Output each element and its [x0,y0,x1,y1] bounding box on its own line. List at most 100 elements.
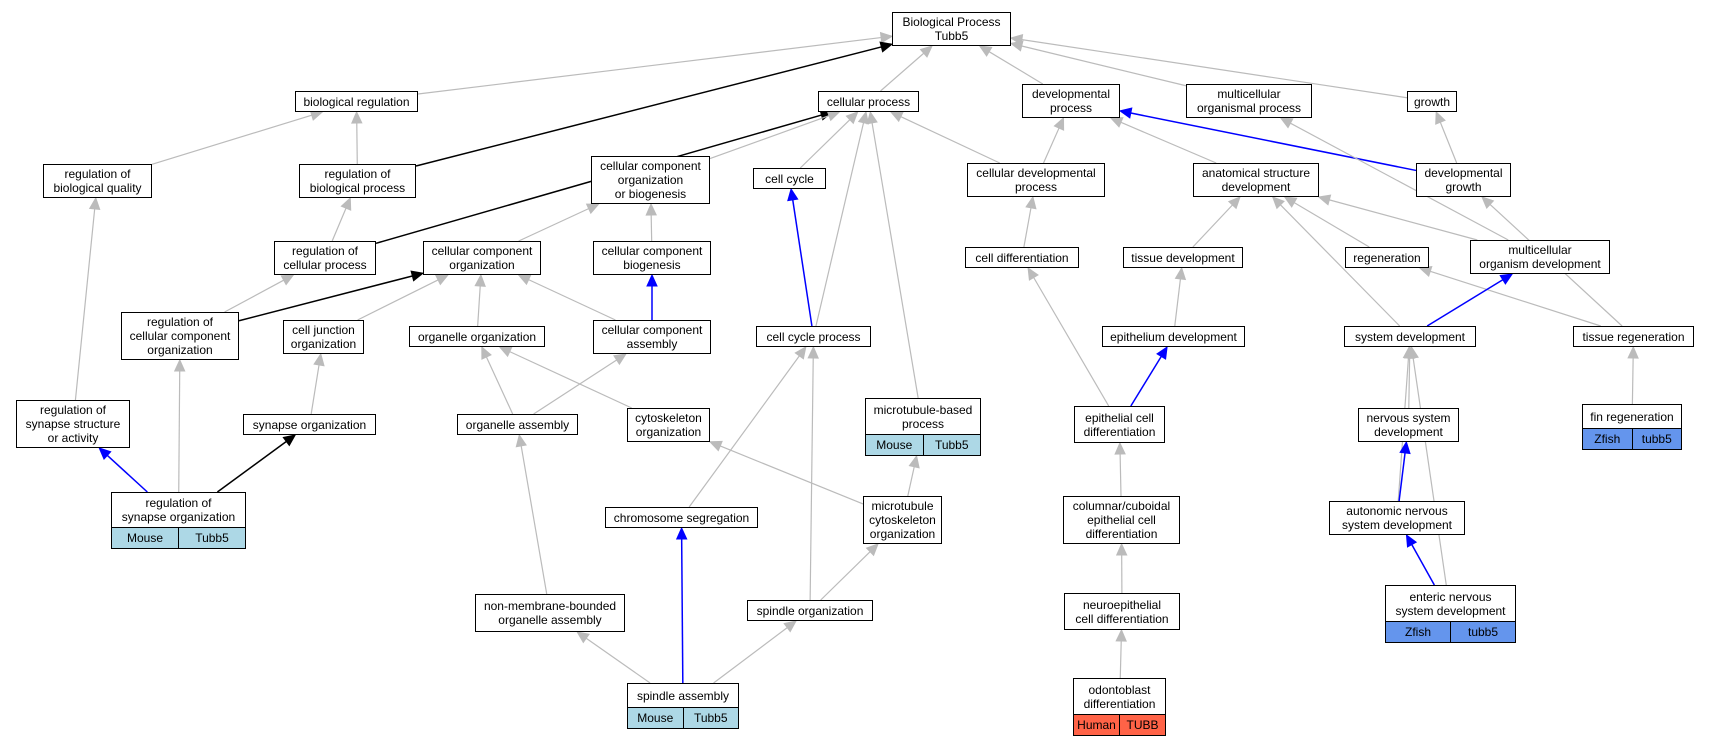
go-term-node-cdp[interactable]: cellular developmental process [967,163,1105,197]
go-term-node-rbq[interactable]: regulation of biological quality [43,164,152,198]
edge-sa-to-nmboa [585,637,651,684]
go-term-node-rssa[interactable]: regulation of synapse structure or activ… [16,400,130,448]
go-term-node-ccob[interactable]: cellular component organization or bioge… [591,156,710,204]
edge-mop-to-bp [1021,45,1187,87]
go-term-label: nervous system development [1366,411,1451,439]
go-term-node-ansd[interactable]: autonomic nervous system development [1329,501,1465,535]
edge-ecd-to-ed [1130,355,1162,407]
go-term-node-ecd[interactable]: epithelial cell differentiation [1074,406,1165,443]
go-term-node-so[interactable]: synapse organization [243,414,376,435]
arrowhead [313,352,325,367]
arrowhead [919,45,933,58]
go-term-node-td[interactable]: tissue development [1123,247,1243,268]
arrowhead [481,345,492,360]
go-term-node-spo[interactable]: spindle organization [747,600,873,621]
go-term-label: non-membrane-bounded organelle assembly [483,599,617,627]
go-term-node-dg[interactable]: developmental growth [1416,163,1511,197]
go-term-node-rcco[interactable]: regulation of cellular component organiz… [121,312,239,360]
edge-cs-to-ccp [688,355,800,508]
arrowhead [1156,345,1168,360]
go-term-node-rbp[interactable]: regulation of biological process [299,164,416,198]
edge-sa-to-cs [680,538,684,684]
edge-spo-to-ccp [809,357,814,601]
edge-rso-to-so [216,440,287,493]
go-term-node-cdiff[interactable]: cell differentiation [965,247,1079,268]
edge-cco-to-ccob [518,208,589,242]
go-term-node-co[interactable]: cytoskeleton organization [627,408,710,442]
arrowhead [1399,440,1411,455]
edge-sd-to-asd [1280,204,1401,327]
go-term-node-sd[interactable]: system development [1344,326,1476,347]
go-term-node-tr[interactable]: tissue regeneration [1573,326,1694,347]
go-term-node-cs[interactable]: chromosome segregation [605,507,758,528]
arrowhead [340,196,352,211]
go-term-label: regulation of biological process [309,167,406,195]
go-term-node-bp[interactable]: Biological Process Tubb5 [892,12,1011,46]
edge-ccb-to-ccob [650,214,653,242]
go-term-node-mop[interactable]: multicellular organismal process [1186,84,1312,118]
go-term-node-cco[interactable]: cellular component organization [423,241,541,275]
go-term-node-cca[interactable]: cellular component assembly [593,320,711,354]
edge-cecd-to-ecd [1119,453,1122,497]
go-term-node-ed[interactable]: epithelium development [1102,326,1245,347]
arrowhead [1283,196,1298,208]
go-term-node-cjo[interactable]: cell junction organization [283,320,364,354]
edge-ed-to-td [1174,278,1182,327]
arrowhead [879,31,894,44]
go-term-label: developmental growth [1424,166,1503,194]
go-term-node-nmboa[interactable]: non-membrane-bounded organelle assembly [475,594,625,632]
go-term-label: fin regeneration [1590,409,1674,424]
arrowhead [173,358,186,372]
go-term-node-oa[interactable]: organelle assembly [457,414,578,435]
go-term-label: epithelial cell differentiation [1083,410,1156,439]
arrowhead [1418,266,1433,277]
go-term-label: regulation of biological quality [53,167,142,195]
go-term-node-dp[interactable]: developmental process [1022,84,1120,118]
edge-ccob-to-cp [709,115,830,160]
go-term-node-ccb[interactable]: cellular component biogenesis [593,241,711,275]
go-term-node-regen[interactable]: regeneration [1345,247,1429,268]
arrowhead [1174,266,1187,281]
species-cell: Mouse [866,435,923,455]
edge-co-to-oo [509,351,632,409]
edge-breg-to-bp [417,36,882,95]
go-term-node-rcp[interactable]: regulation of cellular process [274,241,376,275]
edge-nmboa-to-oa [520,445,548,595]
go-term-label: neuroepithelial cell differentiation [1075,597,1169,626]
go-term-node-ccp[interactable]: cell cycle process [756,326,871,347]
arrowhead [282,434,297,447]
go-term-node-oo[interactable]: organelle organization [409,326,545,347]
go-term-label: synapse organization [252,417,367,432]
go-term-node-asd[interactable]: anatomical structure development [1193,163,1319,197]
go-term-node-breg[interactable]: biological regulation [295,91,418,112]
go-term-label: columnar/cuboidal epithelial cell differ… [1072,499,1171,541]
arrowhead [1435,110,1446,125]
go-term-node-nsd[interactable]: nervous system development [1358,408,1459,442]
go-term-node-cc[interactable]: cell cycle [753,168,826,189]
go-term-label: microtubule cytoskeleton organization [869,499,936,541]
edge-ensd-to-ansd [1411,544,1435,586]
go-term-node-growth[interactable]: growth [1407,91,1457,112]
go-term-node-cp[interactable]: cellular process [818,91,919,112]
go-term-node-mco[interactable]: microtubule cytoskeleton organization [863,496,942,544]
species-cell: Mouse [628,708,683,728]
go-term-node-necd[interactable]: neuroepithelial cell differentiation [1064,593,1180,630]
go-term-node-cecd[interactable]: columnar/cuboidal epithelial cell differ… [1063,496,1180,544]
gene-cell: Tubb5 [178,528,245,548]
arrowhead [783,620,797,633]
edge-spo-to-mco [820,551,871,601]
go-term-node-mod[interactable]: multicellular organism development [1470,240,1610,274]
